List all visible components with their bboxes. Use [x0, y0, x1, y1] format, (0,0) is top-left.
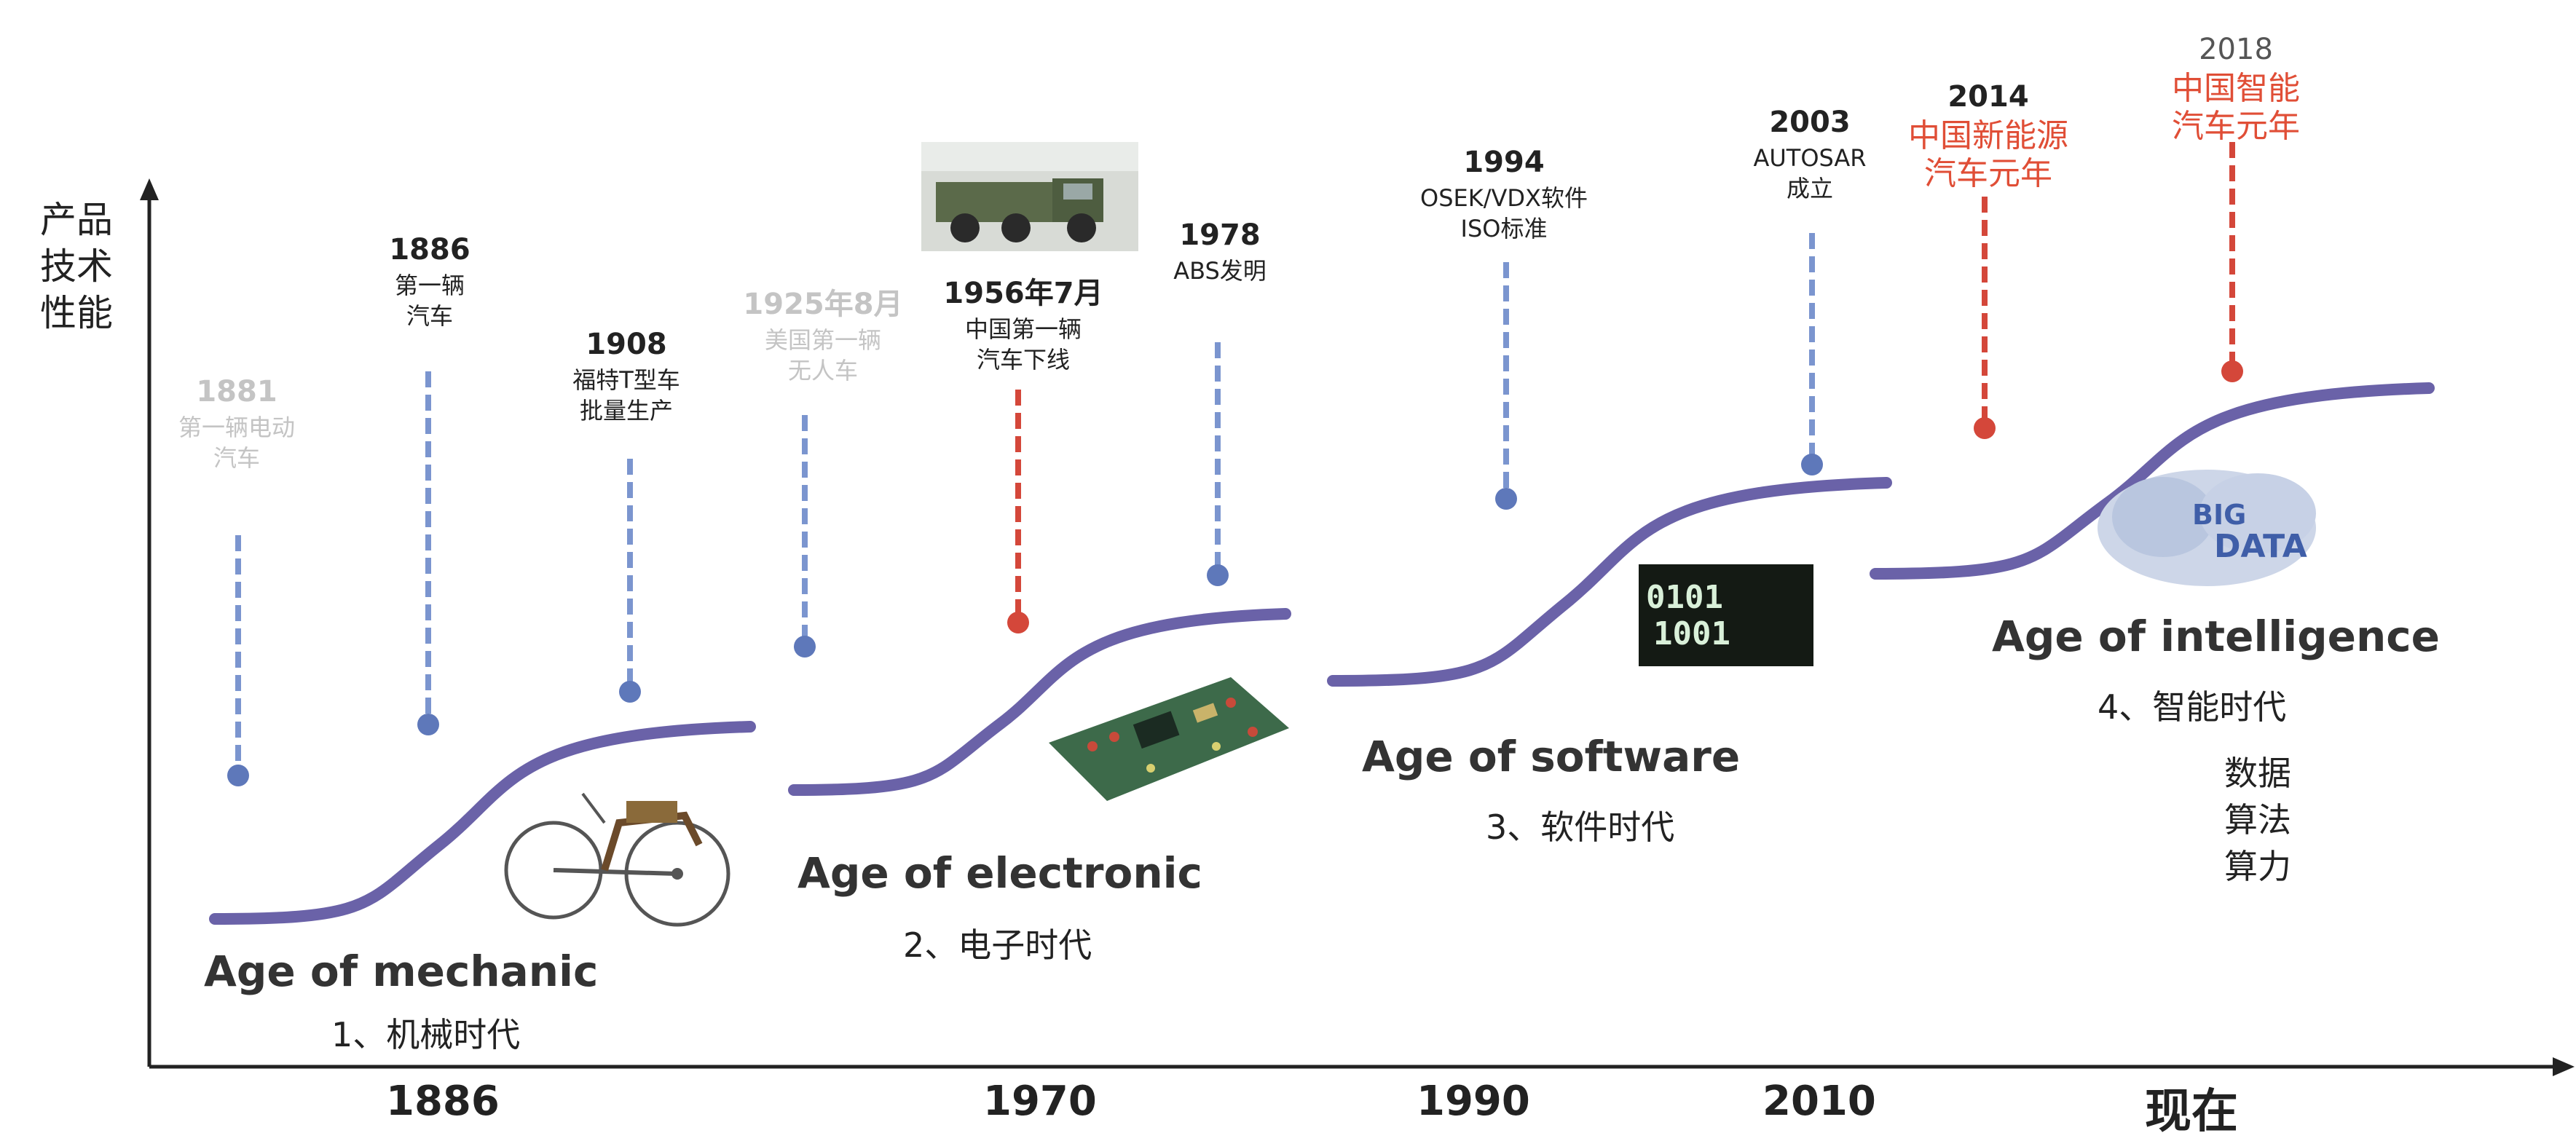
dot-1978	[1207, 564, 1229, 586]
era-2-curve	[788, 608, 1291, 796]
dot-1881	[227, 765, 249, 786]
dot-2003	[1801, 454, 1823, 475]
svg-text:DATA: DATA	[2214, 528, 2307, 565]
circuit-board-picture	[1049, 677, 1289, 801]
milestone-text: 美国第一辆	[764, 326, 881, 354]
x-tick-2010: 2010	[1762, 1078, 1876, 1125]
era-curves	[209, 382, 2435, 925]
milestone-text: AUTOSAR	[1753, 144, 1867, 172]
milestone-year: 2014	[1947, 80, 2029, 114]
milestone-text: 汽车元年	[2172, 108, 2300, 145]
pillar-algorithm: 算法	[2224, 800, 2291, 840]
era-1-curve	[209, 721, 756, 925]
truck-photo	[921, 142, 1138, 251]
x-tick-1886: 1886	[386, 1078, 500, 1125]
x-tick-1990: 1990	[1417, 1078, 1530, 1125]
era-1-title: Age of mechanic	[204, 947, 599, 996]
big-data-cloud-picture: BIG DATA	[2098, 470, 2316, 586]
svg-text:1001: 1001	[1653, 615, 1730, 652]
milestone-2003: 2003 AUTOSAR 成立	[1719, 102, 1901, 204]
milestone-2018: 2018 中国智能 汽车元年	[2127, 29, 2345, 146]
era-1-subtitle: 1、机械时代	[331, 1015, 521, 1054]
milestone-text: 福特T型车	[572, 366, 680, 394]
milestone-text: 中国新能源	[1908, 117, 2068, 154]
milestone-year: 2003	[1769, 106, 1851, 139]
milestone-text: 第一辆电动	[178, 414, 295, 441]
dot-2018	[2221, 360, 2243, 382]
milestone-text: 汽车元年	[1924, 155, 2052, 192]
milestone-text: ABS发明	[1173, 257, 1267, 285]
milestone-1881: 1881 第一辆电动 汽车	[146, 371, 328, 473]
milestone-text: 批量生产	[579, 397, 673, 425]
motorwagen-picture	[504, 792, 730, 927]
milestone-year: 1886	[389, 233, 470, 267]
era-3-title: Age of software	[1362, 732, 1741, 781]
milestone-year: 1925年8月	[743, 288, 903, 321]
milestone-year: 2018	[2199, 33, 2273, 66]
milestone-1994: 1994 OSEK/VDX软件 ISO标准	[1384, 142, 1624, 244]
dot-1956	[1007, 612, 1029, 633]
pillar-data: 数据	[2224, 754, 2291, 793]
milestone-text: OSEK/VDX软件	[1420, 184, 1588, 212]
milestone-text: 中国智能	[2172, 70, 2300, 107]
milestone-text: 汽车下线	[976, 346, 1070, 374]
milestone-text: 中国第一辆	[964, 315, 1082, 343]
dot-1925	[794, 636, 816, 658]
intelligence-pillars: 数据 算法 算力	[2214, 750, 2301, 890]
dot-1994	[1495, 488, 1517, 510]
svg-text:BIG: BIG	[2192, 499, 2246, 531]
y-label-line: 技术	[40, 245, 113, 288]
era-2-subtitle: 2、电子时代	[903, 925, 1092, 965]
era-4-title: Age of intelligence	[1992, 612, 2440, 661]
dot-1908	[619, 681, 641, 703]
x-axis-arrow	[2553, 1057, 2575, 1076]
milestone-year: 1908	[586, 328, 667, 361]
era-3-curve	[1327, 477, 1892, 687]
x-tick-now: 现在	[2145, 1085, 2238, 1139]
milestone-text: 汽车	[213, 444, 260, 472]
binary-code-picture: 0101 1001	[1639, 564, 1813, 666]
milestone-text: ISO标准	[1460, 215, 1548, 242]
era-4-subtitle: 4、智能时代	[2098, 687, 2287, 727]
dot-2014	[1974, 417, 1996, 439]
milestone-1886: 1886 第一辆 汽车	[342, 229, 517, 331]
milestone-text: 成立	[1786, 175, 1833, 202]
era-3-subtitle: 3、软件时代	[1486, 808, 1675, 847]
milestone-stems	[227, 142, 2243, 786]
milestone-2014: 2014 中国新能源 汽车元年	[1875, 76, 2101, 193]
y-axis-arrow	[140, 178, 159, 200]
binary-text: 0101	[1646, 579, 1723, 616]
milestone-year: 1994	[1463, 146, 1545, 179]
milestone-1978: 1978 ABS发明	[1136, 215, 1304, 286]
milestone-text: 第一辆	[394, 272, 465, 299]
era-2-title: Age of electronic	[797, 848, 1202, 898]
pillar-compute: 算力	[2224, 847, 2291, 886]
x-tick-1970: 1970	[983, 1078, 1097, 1125]
milestone-text: 无人车	[787, 357, 858, 384]
y-label-line: 产品	[40, 199, 113, 241]
y-label-line: 性能	[40, 292, 113, 334]
y-axis-label: 产品 技术 性能	[22, 197, 131, 336]
milestone-1908: 1908 福特T型车 批量生产	[528, 324, 725, 426]
milestone-year: 1978	[1179, 218, 1261, 252]
milestone-1956: 1956年7月 中国第一辆 汽车下线	[914, 273, 1133, 375]
milestone-1925: 1925年8月 美国第一辆 无人车	[714, 284, 932, 386]
dot-1886	[417, 714, 439, 735]
milestone-year: 1956年7月	[943, 277, 1103, 310]
milestone-year: 1881	[196, 375, 277, 408]
milestone-text: 汽车	[406, 302, 453, 330]
